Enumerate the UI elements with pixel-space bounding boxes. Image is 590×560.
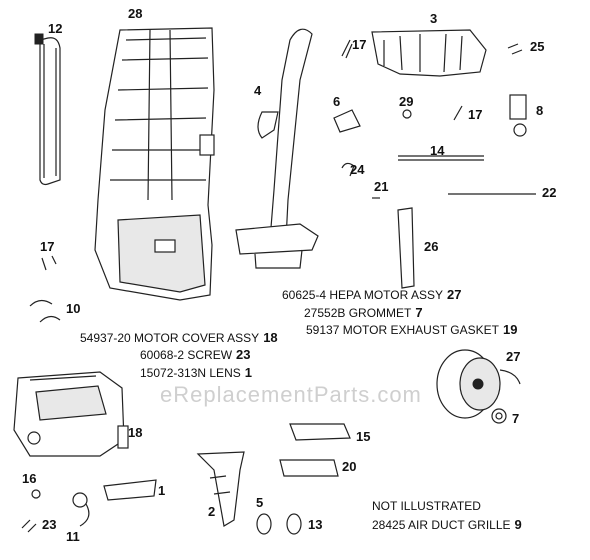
parts-list-text: 60068-2 SCREW	[140, 348, 233, 362]
callout-20: 20	[342, 459, 357, 474]
part-17-screw-top	[341, 39, 353, 59]
part-18-motor-cover	[13, 371, 129, 457]
part-15-filter	[289, 423, 351, 441]
callout-23: 23	[42, 517, 57, 532]
part-3-bracket	[371, 29, 487, 77]
callout-7: 7	[512, 411, 520, 426]
callout-29: 29	[399, 94, 414, 109]
part-29-nut	[402, 109, 412, 119]
callout-17-mid: 17	[468, 107, 483, 122]
callout-16: 16	[22, 471, 37, 486]
parts-list-num: 19	[502, 322, 518, 337]
part-5-fitting	[256, 513, 272, 535]
part-20-filter	[279, 459, 339, 477]
callout-2: 2	[208, 504, 216, 519]
callout-1: 1	[158, 483, 166, 498]
part-4-handle	[235, 28, 319, 269]
callout-4: 4	[254, 83, 262, 98]
callout-28: 28	[128, 6, 143, 21]
callout-12: 12	[48, 21, 63, 36]
callout-6: 6	[333, 94, 341, 109]
part-13-fitting	[286, 513, 302, 535]
part-7-grommet	[491, 408, 507, 424]
part-26-duct	[397, 207, 415, 289]
part-25-clips	[507, 43, 523, 55]
not-illustrated-num: 9	[514, 517, 522, 532]
part-8-switch	[509, 94, 527, 137]
callout-10: 10	[66, 301, 81, 316]
callout-27: 27	[506, 349, 521, 364]
part-17-screw-mid	[453, 105, 463, 121]
part-16-screw	[31, 489, 41, 499]
parts-list-num: 1	[244, 365, 252, 380]
parts-list-num: 18	[263, 330, 278, 345]
callout-17-top: 17	[352, 37, 367, 52]
parts-list-num: 23	[236, 347, 251, 362]
part-11-light	[72, 492, 90, 527]
part-14-rod	[398, 155, 484, 161]
parts-list-text: 59137 MOTOR EXHAUST GASKET	[306, 323, 499, 337]
callout-22: 22	[542, 185, 557, 200]
not-illustrated-heading: NOT ILLUSTRATED	[372, 499, 481, 513]
callout-24: 24	[350, 162, 365, 177]
part-24-clip	[341, 162, 355, 177]
parts-list-text: 60625-4 HEPA MOTOR ASSY	[282, 288, 443, 302]
callout-17-left: 17	[40, 239, 55, 254]
part-2-bracket	[196, 451, 245, 527]
callout-18: 18	[128, 425, 143, 440]
parts-list-text: 27552B GROMMET	[304, 306, 412, 320]
part-1-lens	[103, 479, 157, 501]
callout-5: 5	[256, 495, 264, 510]
watermark: eReplacementParts.com	[160, 382, 422, 407]
callout-25: 25	[530, 39, 545, 54]
callout-11: 11	[66, 529, 80, 544]
not-illustrated-text: 28425 AIR DUCT GRILLE	[372, 518, 511, 532]
part-27-motor	[436, 349, 521, 419]
parts-list-num: 27	[446, 287, 462, 302]
callout-8: 8	[536, 103, 544, 118]
callout-26: 26	[424, 239, 439, 254]
part-17-screw-left	[41, 255, 57, 271]
parts-list-text: 15072-313N LENS	[140, 366, 241, 380]
part-6-latch	[333, 109, 361, 133]
callout-15: 15	[356, 429, 371, 444]
part-12-cord	[34, 33, 61, 186]
callout-21: 21	[374, 179, 389, 194]
callout-3: 3	[430, 11, 438, 26]
part-10-hooks	[29, 299, 61, 323]
callout-14: 14	[430, 143, 445, 158]
part-28-body-housing	[94, 27, 215, 301]
part-23-screws	[21, 519, 37, 533]
callout-13: 13	[308, 517, 323, 532]
parts-list-text: 54937-20 MOTOR COVER ASSY	[80, 331, 260, 345]
parts-list-num: 7	[415, 305, 423, 320]
